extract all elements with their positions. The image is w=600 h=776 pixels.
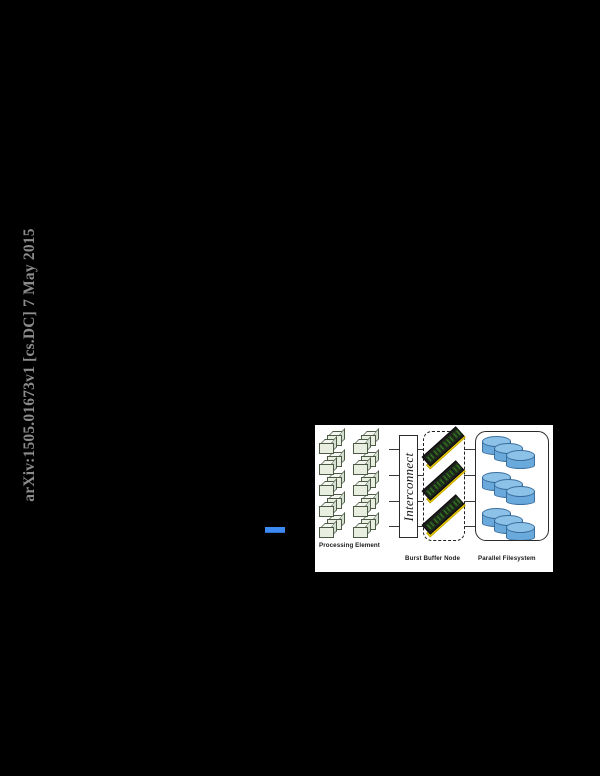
processing-element-cube bbox=[319, 457, 337, 475]
processing-element-cube bbox=[353, 457, 371, 475]
cube-front-face bbox=[319, 506, 334, 517]
caption-parallel-filesystem: Parallel Filesystem bbox=[478, 555, 536, 562]
processing-element-cube bbox=[319, 478, 337, 496]
cube-front-face bbox=[353, 485, 368, 496]
cube-front-face bbox=[319, 527, 334, 538]
arxiv-stamp: arXiv:1505.01673v1 [cs.DC] 7 May 2015 bbox=[0, 0, 56, 776]
storage-disk bbox=[506, 450, 535, 471]
pe-interconnect-link bbox=[389, 449, 400, 451]
cube-front-face bbox=[319, 464, 334, 475]
cube-front-face bbox=[319, 485, 334, 496]
cube-front-face bbox=[353, 506, 368, 517]
disk-top bbox=[506, 522, 535, 533]
processing-element-cube bbox=[353, 499, 371, 517]
bb-pfs-link bbox=[464, 475, 478, 477]
burst-buffer-dimm bbox=[421, 426, 466, 470]
interconnect-bb-link bbox=[418, 526, 425, 528]
caption-burst-buffer-node: Burst Buffer Node bbox=[405, 555, 460, 562]
interconnect-bb-link bbox=[418, 475, 425, 477]
processing-element-cube bbox=[353, 520, 371, 538]
processing-element-cube bbox=[353, 478, 371, 496]
dimm-pcb bbox=[421, 426, 465, 467]
interconnect-bb-link bbox=[418, 501, 425, 503]
disk-top bbox=[506, 450, 535, 461]
disk-top bbox=[506, 486, 535, 497]
pe-interconnect-link bbox=[389, 475, 400, 477]
processing-element-cluster bbox=[319, 428, 395, 539]
storage-disk bbox=[506, 522, 535, 540]
architecture-figure: Interconnect Processing Element Burst Bu… bbox=[315, 425, 553, 572]
arxiv-identifier-text: arXiv:1505.01673v1 [cs.DC] 7 May 2015 bbox=[21, 228, 38, 502]
parallel-filesystem-group bbox=[475, 431, 549, 541]
pe-interconnect-link bbox=[389, 501, 400, 503]
cube-front-face bbox=[353, 527, 368, 538]
cube-front-face bbox=[319, 443, 334, 454]
interconnect-label: Interconnect bbox=[400, 452, 416, 521]
interconnect-bar: Interconnect bbox=[399, 435, 418, 538]
processing-element-cube bbox=[319, 436, 337, 454]
inline-link-mark[interactable] bbox=[265, 527, 285, 533]
storage-disk bbox=[506, 486, 535, 507]
burst-buffer-node-group bbox=[421, 426, 466, 541]
processing-element-cube bbox=[319, 520, 337, 538]
cube-front-face bbox=[353, 443, 368, 454]
bb-pfs-link bbox=[464, 526, 478, 528]
cube-front-face bbox=[353, 464, 368, 475]
caption-processing-element: Processing Element bbox=[319, 542, 380, 549]
processing-element-cube bbox=[353, 436, 371, 454]
pe-interconnect-link bbox=[389, 526, 400, 528]
bb-pfs-link bbox=[464, 449, 478, 451]
processing-element-cube bbox=[319, 499, 337, 517]
bb-pfs-link bbox=[464, 501, 478, 503]
interconnect-bb-link bbox=[418, 449, 425, 451]
